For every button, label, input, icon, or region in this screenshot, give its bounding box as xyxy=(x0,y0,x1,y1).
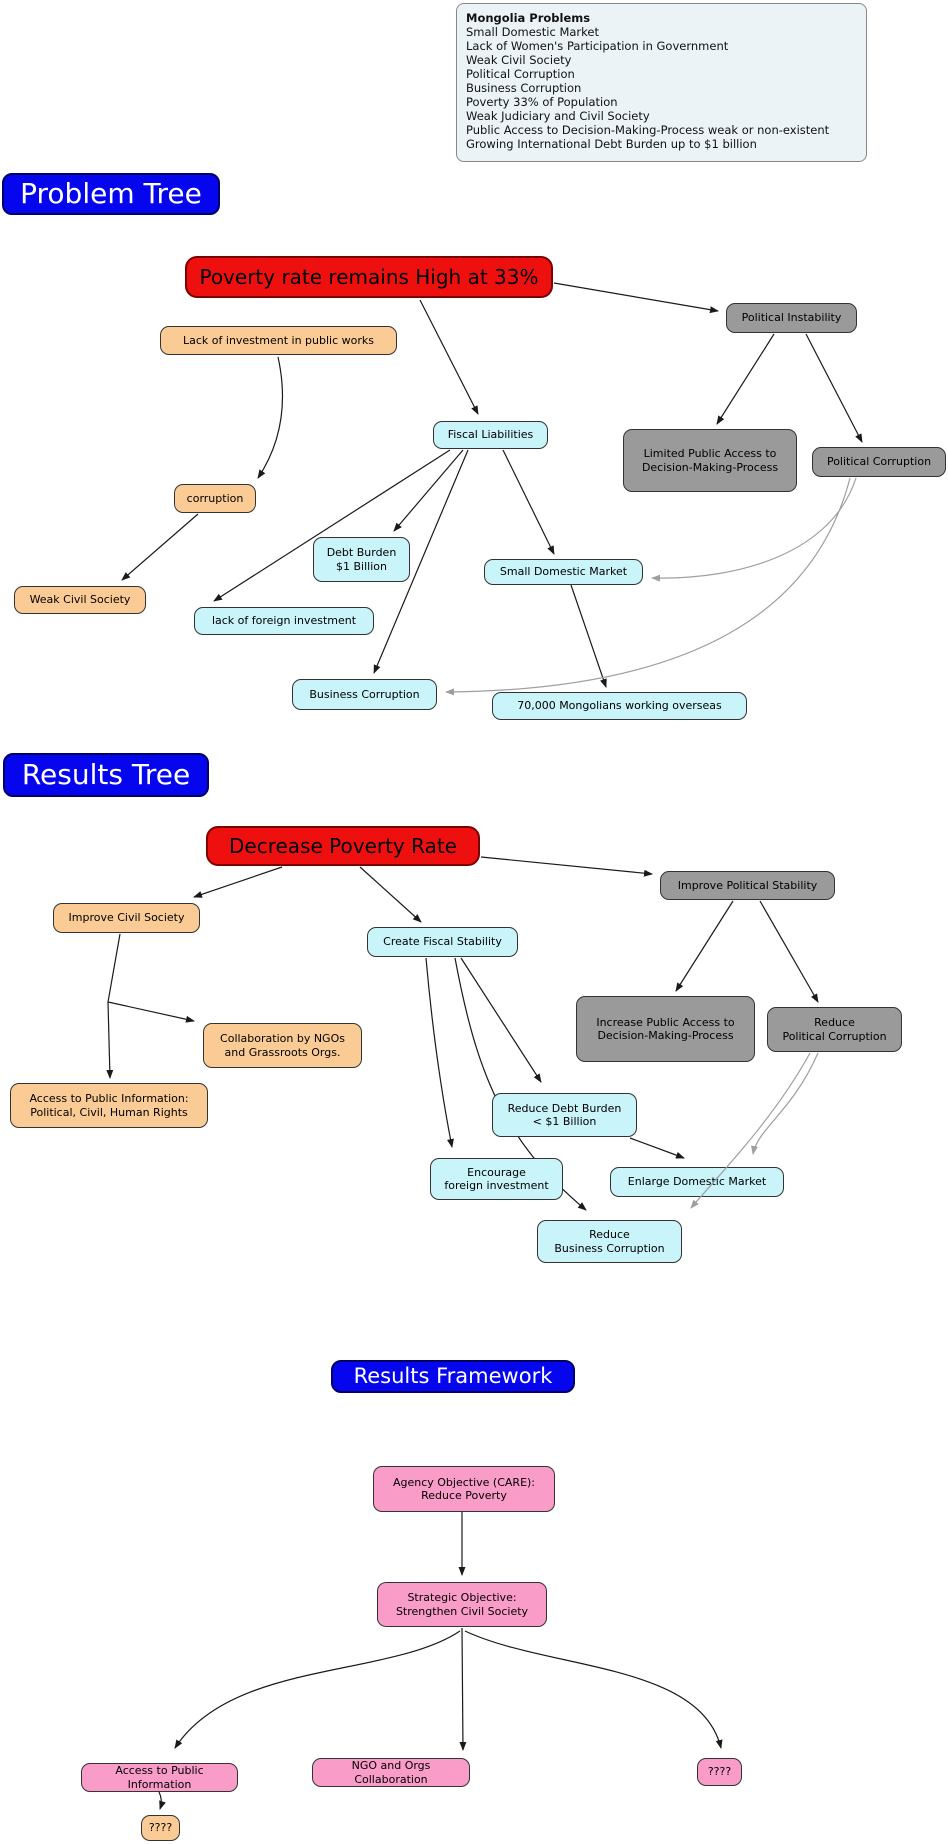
edge-reduce-debt-to-enlarge xyxy=(629,1137,685,1159)
edge-improve-stability-to-increase-access xyxy=(675,900,734,992)
node-political-instability[interactable]: Political Instability xyxy=(726,303,857,333)
edge-decrease-to-improve-stability xyxy=(480,856,653,877)
edge-gray-corruption-to-business-corruption xyxy=(445,477,851,696)
legend-item: Lack of Women's Participation in Governm… xyxy=(466,39,729,53)
legend-item: Poverty 33% of Population xyxy=(466,95,618,109)
legend-box[interactable]: Mongolia Problems Small Domestic Market … xyxy=(456,3,867,162)
edge-fiscal-to-debt-burden xyxy=(393,449,464,532)
edge-corruption-to-weak-civil-society xyxy=(121,513,199,581)
node-improve-civil-society[interactable]: Improve Civil Society xyxy=(53,903,200,933)
node-enlarge-domestic-market[interactable]: Enlarge Domestic Market xyxy=(610,1167,784,1197)
node-corruption[interactable]: corruption xyxy=(174,484,256,513)
node-create-fiscal-stability[interactable]: Create Fiscal Stability xyxy=(367,927,518,957)
edge-lack-investment-to-corruption xyxy=(257,356,284,479)
edge-small-domestic-to-mongolians xyxy=(570,584,607,688)
edge-poverty-to-fiscal xyxy=(419,299,479,415)
edge-strategic-to-ngo-collab xyxy=(459,1627,467,1751)
edge-create-fiscal-to-reduce-debt xyxy=(460,957,542,1083)
edge-junction-to-access-info xyxy=(106,1001,114,1079)
section-title-problem-tree[interactable]: Problem Tree xyxy=(2,173,220,215)
node-poverty-rate-high[interactable]: Poverty rate remains High at 33% xyxy=(185,256,553,298)
edge-gray-corruption-to-small-domestic xyxy=(651,477,857,582)
node-access-public-info-rights[interactable]: Access to Public Information: Political,… xyxy=(10,1083,208,1128)
edge-strategic-to-access-info xyxy=(174,1630,461,1749)
edge-access-info-to-unknown-left xyxy=(158,1791,166,1810)
legend-item: Public Access to Decision-Making-Process… xyxy=(466,123,830,137)
edge-instability-to-political-corruption xyxy=(805,333,863,443)
node-small-domestic-market[interactable]: Small Domestic Market xyxy=(484,559,643,585)
node-collaboration-ngos[interactable]: Collaboration by NGOs and Grassroots Org… xyxy=(203,1023,362,1068)
edge-decrease-to-improve-civil xyxy=(193,866,283,898)
section-title-results-framework[interactable]: Results Framework xyxy=(331,1360,575,1393)
legend-item: Business Corruption xyxy=(466,81,582,95)
edge-create-fiscal-to-encourage xyxy=(425,957,454,1148)
legend-item: Political Corruption xyxy=(466,67,575,81)
edge-instability-to-limited-access xyxy=(716,333,775,425)
node-improve-political-stability[interactable]: Improve Political Stability xyxy=(660,871,835,900)
edge-poverty-to-political-instability xyxy=(553,282,719,314)
node-weak-civil-society[interactable]: Weak Civil Society xyxy=(14,586,146,614)
legend-item: Small Domestic Market xyxy=(466,25,599,39)
node-ngo-orgs-collaboration[interactable]: NGO and Orgs Collaboration xyxy=(312,1758,470,1787)
legend-item: Growing International Debt Burden up to … xyxy=(466,137,757,151)
edge-strategic-to-unknown-right xyxy=(464,1630,723,1749)
node-limited-public-access[interactable]: Limited Public Access to Decision-Making… xyxy=(623,429,797,492)
node-lack-investment-public-works[interactable]: Lack of investment in public works xyxy=(160,326,397,355)
legend-item: Weak Civil Society xyxy=(466,53,572,67)
node-debt-burden[interactable]: Debt Burden $1 Billion xyxy=(313,537,410,582)
edge-improve-civil-to-collaboration xyxy=(107,933,195,1023)
node-reduce-debt-burden[interactable]: Reduce Debt Burden < $1 Billion xyxy=(492,1093,637,1137)
edge-improve-stability-to-reduce-corruption xyxy=(759,900,819,1003)
node-reduce-business-corruption[interactable]: Reduce Business Corruption xyxy=(537,1220,682,1263)
edge-fiscal-to-small-domestic xyxy=(502,449,555,555)
node-business-corruption[interactable]: Business Corruption xyxy=(292,679,437,710)
edge-decrease-to-create-fiscal xyxy=(359,866,422,923)
edge-gray-reduce-corruption-to-enlarge xyxy=(751,1052,819,1155)
node-political-corruption[interactable]: Political Corruption xyxy=(812,447,946,477)
legend-item: Weak Judiciary and Civil Society xyxy=(466,109,650,123)
node-unknown-left[interactable]: ???? xyxy=(141,1815,180,1841)
node-lack-foreign-investment[interactable]: lack of foreign investment xyxy=(194,607,374,635)
section-title-results-tree[interactable]: Results Tree xyxy=(3,753,209,797)
legend-title: Mongolia Problems xyxy=(466,11,591,25)
node-access-public-information[interactable]: Access to Public Information xyxy=(81,1763,238,1792)
node-reduce-political-corruption[interactable]: Reduce Political Corruption xyxy=(767,1007,902,1052)
node-agency-objective[interactable]: Agency Objective (CARE): Reduce Poverty xyxy=(373,1466,555,1512)
node-fiscal-liabilities[interactable]: Fiscal Liabilities xyxy=(433,421,548,449)
node-mongolians-overseas[interactable]: 70,000 Mongolians working overseas xyxy=(492,692,747,720)
node-strategic-objective[interactable]: Strategic Objective: Strengthen Civil So… xyxy=(377,1582,547,1627)
node-unknown-right[interactable]: ???? xyxy=(697,1758,742,1786)
node-increase-public-access[interactable]: Increase Public Access to Decision-Makin… xyxy=(576,996,755,1062)
node-encourage-foreign-investment[interactable]: Encourage foreign investment xyxy=(430,1158,563,1200)
node-decrease-poverty-rate[interactable]: Decrease Poverty Rate xyxy=(206,826,480,866)
